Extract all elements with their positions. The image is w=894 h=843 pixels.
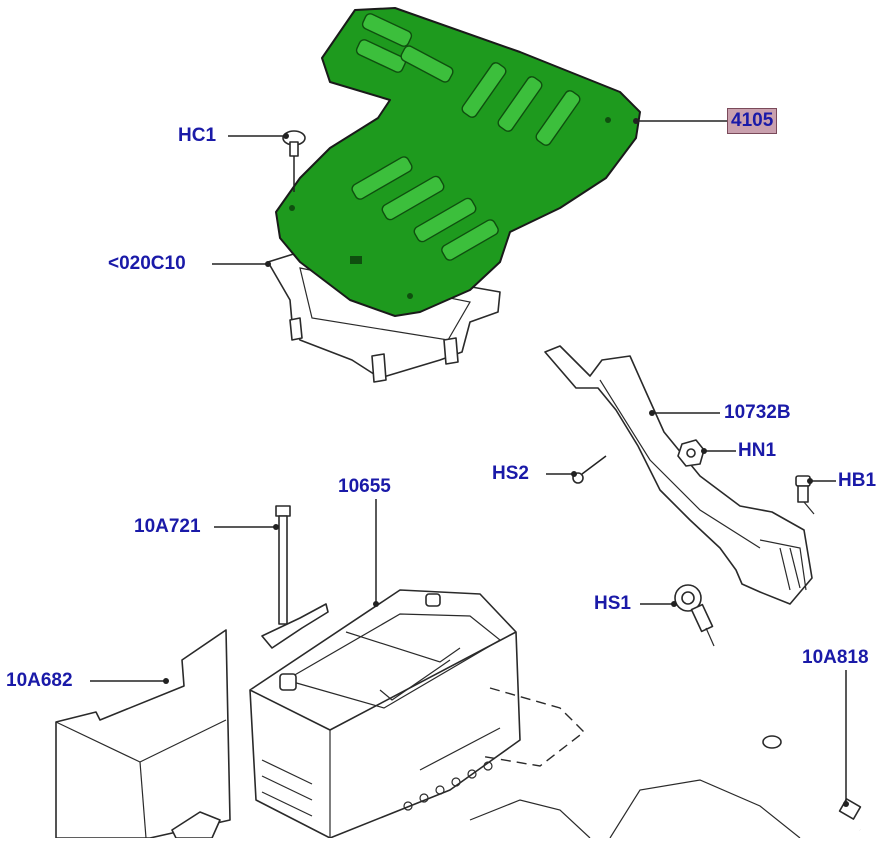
- tray-outline-dashed: [479, 687, 586, 767]
- part-label-clip-hc1[interactable]: HC1: [178, 125, 217, 146]
- part-label-bolt-hb1[interactable]: HB1: [838, 470, 877, 491]
- part-label-tray-bracket[interactable]: <020C10: [108, 253, 186, 274]
- part-label-clamp-rod[interactable]: 10A721: [134, 516, 201, 537]
- bolt-hs1-drawing: [674, 584, 715, 647]
- bracket-10732b-drawing: [544, 345, 813, 605]
- insulator-drawing: [55, 629, 231, 839]
- floor-panel-outline: [609, 779, 801, 839]
- part-label-vent-tube[interactable]: 10A818: [802, 647, 869, 668]
- battery-drawing: [249, 589, 521, 839]
- part-label-battery[interactable]: 10655: [338, 476, 391, 497]
- vent-tube-drawing: [527, 692, 862, 831]
- floor-panel-outline-2: [469, 799, 591, 839]
- clamp-rod-drawing: [261, 505, 329, 649]
- part-label-nut-hn1[interactable]: HN1: [738, 440, 777, 461]
- bolt-hb1-drawing: [795, 475, 815, 515]
- part-label-cover[interactable]: 4105: [727, 108, 778, 134]
- battery-cover-drawing: [275, 7, 641, 317]
- part-label-screw-hs2[interactable]: HS2: [492, 463, 529, 484]
- part-label-bolt-hs1[interactable]: HS1: [594, 593, 631, 614]
- nut-hn1-drawing: [677, 439, 705, 467]
- screw-hs2-drawing: [572, 455, 607, 484]
- leader-lines: [90, 118, 849, 807]
- part-label-bracket[interactable]: 10732B: [724, 402, 791, 423]
- part-label-insulator[interactable]: 10A682: [6, 670, 73, 691]
